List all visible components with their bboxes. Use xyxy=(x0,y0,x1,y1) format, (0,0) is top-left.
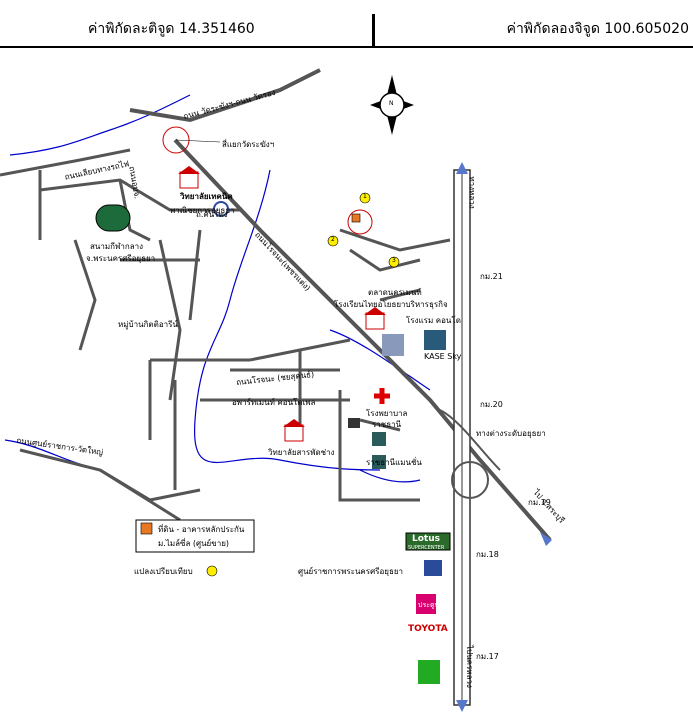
minor-roads xyxy=(0,148,451,522)
legend-item1-line2: ม.ไมล์ซี่ล (ศูนย์ขาย) xyxy=(158,539,230,548)
hospital-label: โรงพยาบาล xyxy=(366,409,408,418)
latitude-label: ค่าพิกัดละติจูด 14.351460 xyxy=(88,21,255,37)
stadium-icon xyxy=(95,204,131,232)
compass-letter: N xyxy=(389,100,394,107)
stadium-label: สนามกีฬากลาง xyxy=(90,242,144,251)
highway xyxy=(439,162,552,712)
legend-item1-line1: ที่ดิน - อาคารหลักประกัน xyxy=(158,525,245,534)
big-c-label: ประตูน้ำ xyxy=(418,601,444,609)
hospital-icon xyxy=(374,388,390,404)
rajthani-label: ราชธานีแมนชั่น xyxy=(366,458,422,467)
km17-label: กม.17 xyxy=(476,652,499,661)
road-label-7: ทางหลวง xyxy=(467,176,477,209)
legend-swatch-compare xyxy=(206,565,218,577)
marker-3: 3 xyxy=(392,257,396,264)
hospital-sub-label: ราชธานี xyxy=(372,420,402,429)
legend-swatch-collateral xyxy=(140,522,153,535)
hotel-label: โรงแรม คอนโด xyxy=(406,316,461,325)
legend-box xyxy=(135,519,255,553)
km18-label: กม.18 xyxy=(476,550,499,559)
toyota-label: TOYOTA xyxy=(408,624,448,634)
apartment-label: อพาร์ทเมนท์ คอนโดเพล xyxy=(232,398,316,407)
property-markers xyxy=(327,192,400,268)
building-icons xyxy=(178,166,446,684)
lotus-sub-label: SUPERCENTER xyxy=(408,545,445,551)
lotus-label: Lotus xyxy=(412,534,440,544)
village-label: หมู่บ้านกิตติอารีน์ xyxy=(118,320,178,329)
km19-label: กม.19 xyxy=(528,498,551,507)
sky-label: KASE Sky xyxy=(424,352,462,361)
lotus-logo xyxy=(405,532,451,551)
road-label-10: ไปนครหลวง xyxy=(464,645,474,688)
road-label-small: ถ.คันโทง xyxy=(196,210,228,219)
legend-item2: แปลงเปรียบเทียบ xyxy=(134,567,193,576)
tech-college-sub-label: พาณิชยการอยุธยา xyxy=(170,206,235,215)
coordinates-header: ค่าพิกัดละติจูด 14.351460 ค่าพิกัดลองจิจ… xyxy=(0,0,693,48)
tech-college-label: วิทยาลัยเทคนิค xyxy=(180,192,233,201)
longitude-label: ค่าพิกัดลองจิจูด 100.605020 xyxy=(506,21,689,37)
market-label: ตลาดนครเมนท์ xyxy=(368,288,422,297)
rivers xyxy=(4,94,431,483)
school-label: โรงเรียนไทยอโยธยาบริหารธุรกิจ xyxy=(334,300,448,309)
marker-2: 2 xyxy=(331,236,335,243)
vocational-label: วิทยาลัยสารพัดช่าง xyxy=(268,448,335,457)
header-divider xyxy=(372,14,375,46)
overpass-label: ทางต่างระดับอยุธยา xyxy=(476,429,546,438)
intersection-label: สี่แยกวัดระฆังฯ xyxy=(222,140,275,149)
intersection-circle xyxy=(162,126,190,154)
km20-label: กม.20 xyxy=(480,400,503,409)
gov-center-label: ศูนย์ราชการพระนครศรีอยุธยา xyxy=(298,567,403,576)
km21-label: กม.21 xyxy=(480,272,503,281)
compass-icon xyxy=(370,75,414,135)
marker-1: 1 xyxy=(363,193,367,200)
stadium-sub-label: จ.พระนครศรีอยุธยา xyxy=(86,254,156,263)
